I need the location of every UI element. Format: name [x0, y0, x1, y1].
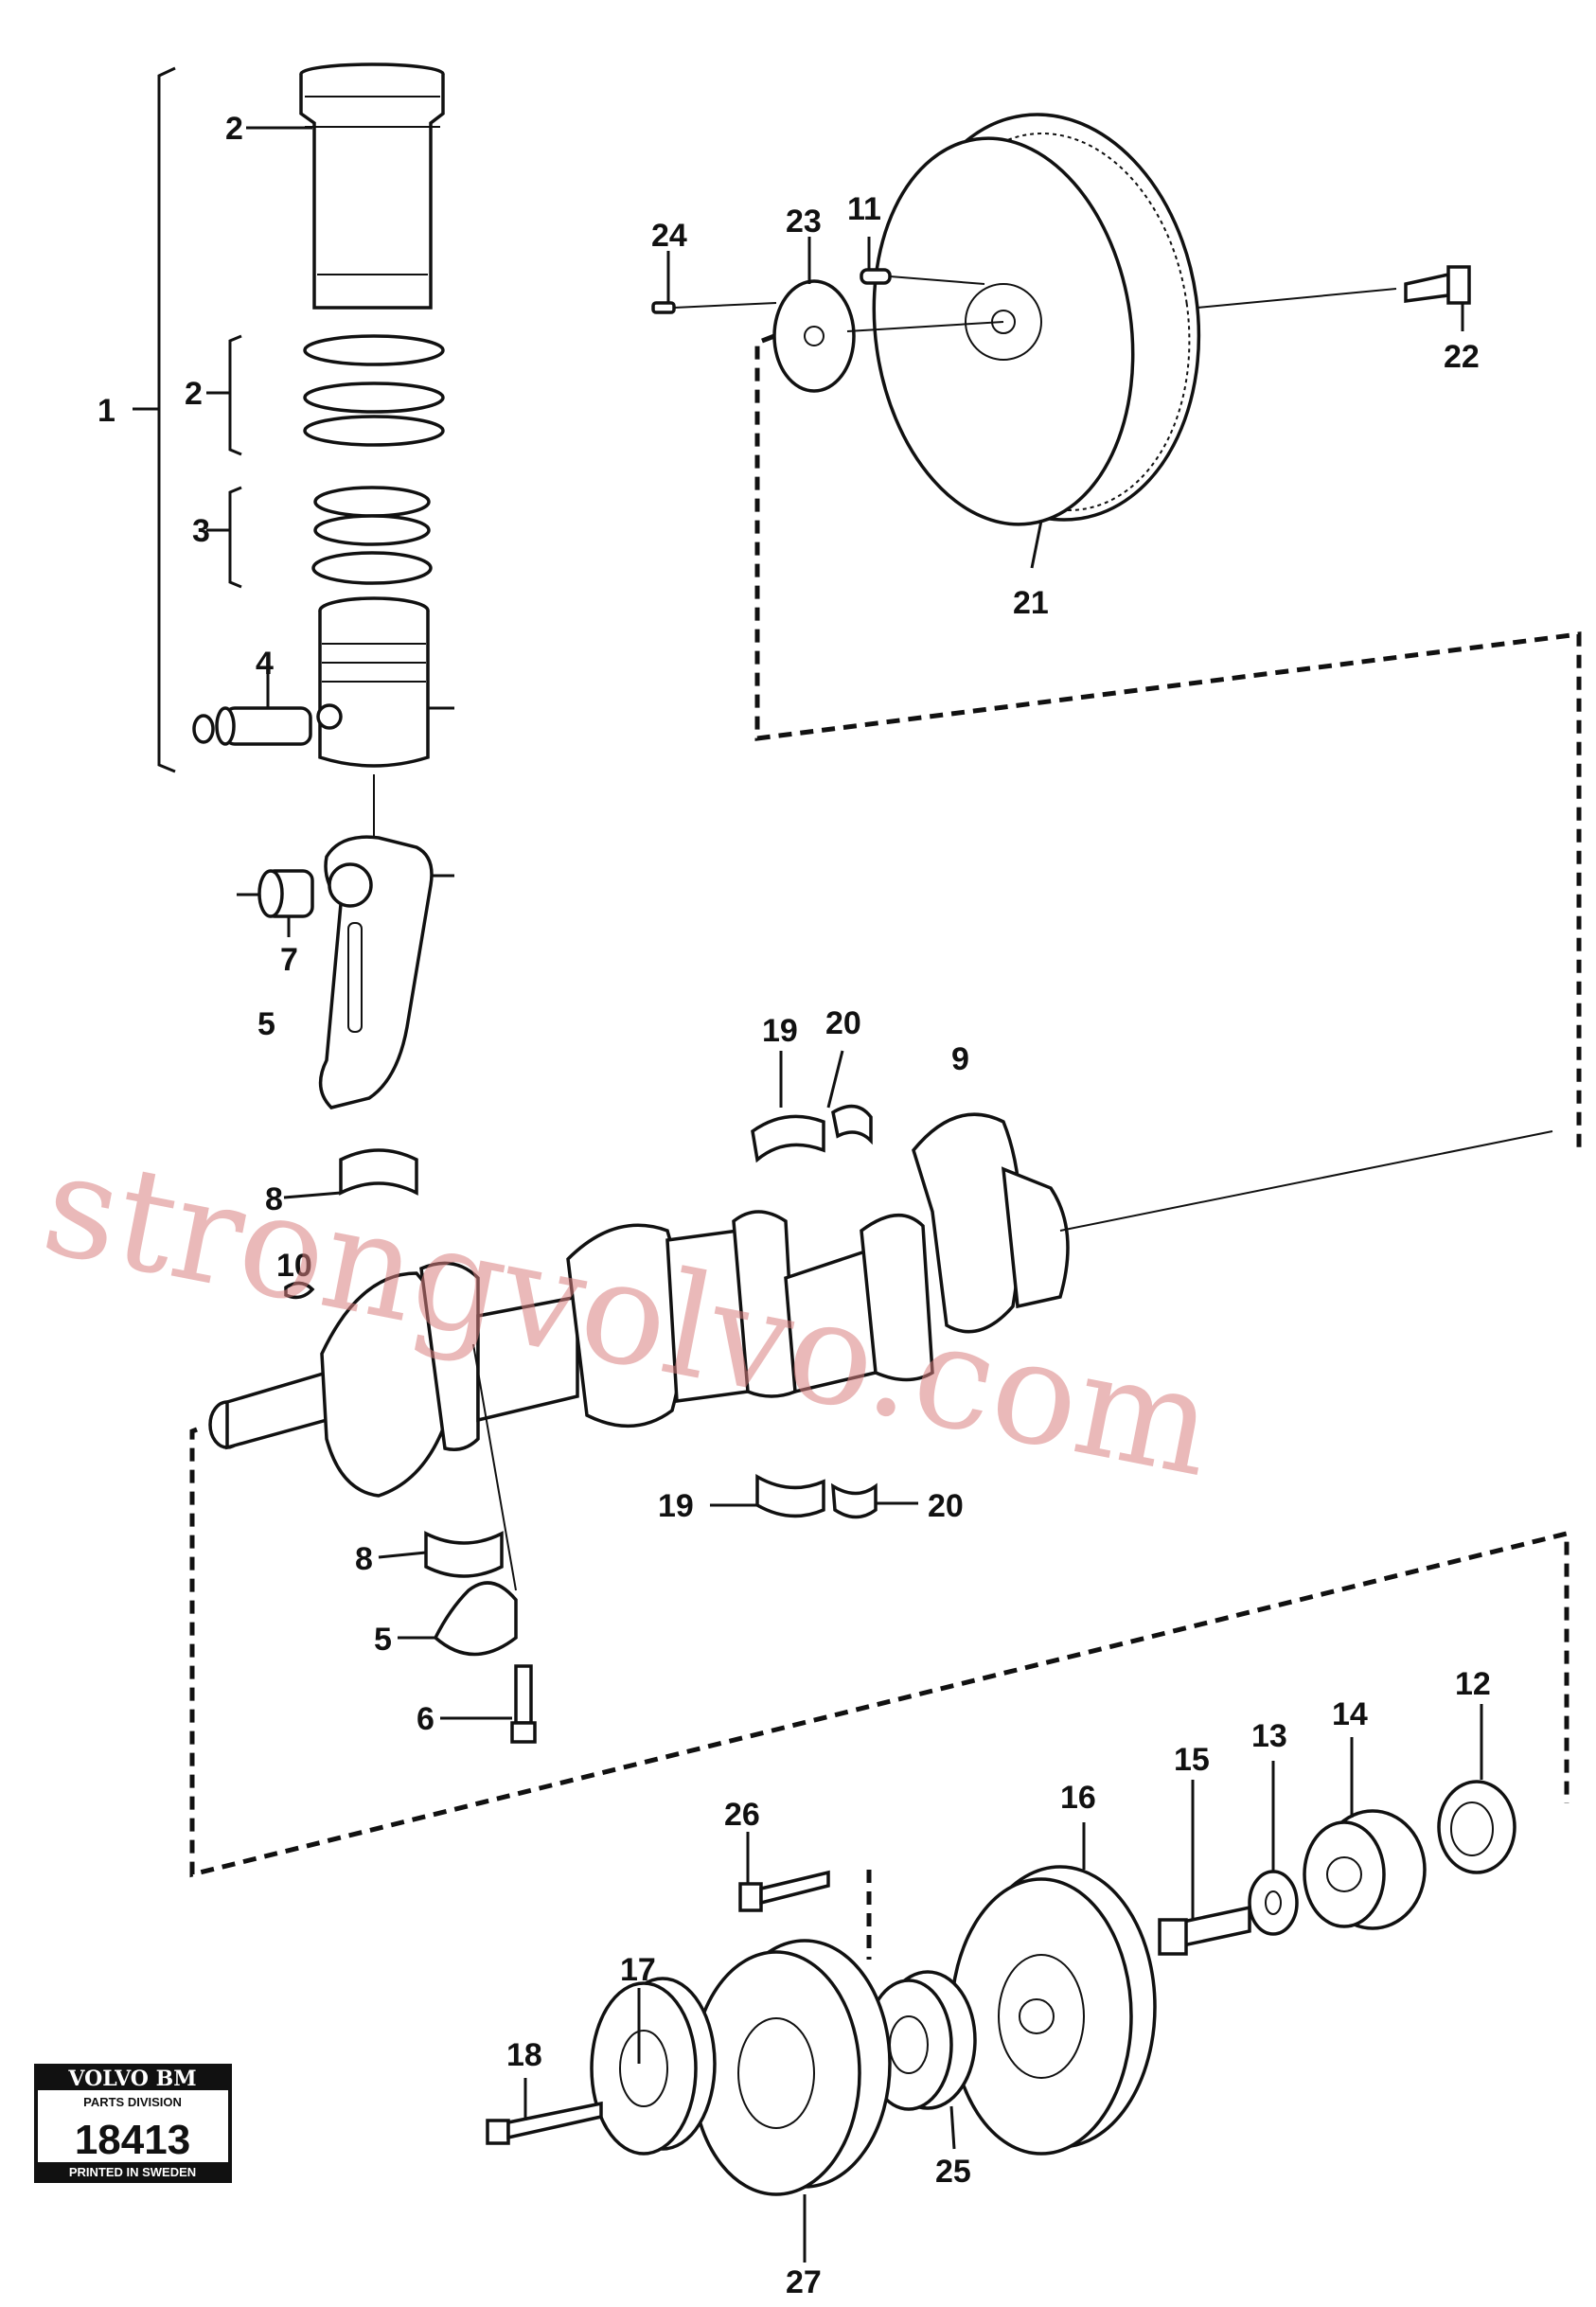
rod-bolt [440, 1664, 537, 1744]
label-4: 4 [256, 646, 274, 682]
big-end-bearing-lower [378, 1531, 504, 1578]
label-14: 14 [1332, 1696, 1368, 1732]
main-bearing-lower [710, 1473, 918, 1519]
label-1: 1 [98, 393, 115, 429]
label-16: 16 [1060, 1780, 1096, 1816]
front-pulley [590, 1977, 717, 2156]
label-25: 25 [935, 2154, 971, 2190]
label-6: 6 [417, 1701, 434, 1737]
label-5-rod: 5 [257, 1006, 275, 1042]
connecting-rod [318, 774, 454, 1109]
label-11: 11 [847, 191, 881, 227]
label-8-upper: 8 [265, 1181, 283, 1217]
main-bearing-upper [751, 1050, 873, 1163]
label-3: 3 [192, 513, 210, 549]
piston-pin [192, 663, 312, 746]
piston [316, 596, 454, 768]
label-9: 9 [951, 1041, 969, 1077]
label-2-rings: 2 [185, 376, 203, 412]
label-5-cap: 5 [374, 1622, 392, 1658]
watermark: strongvolvo.com [31, 1122, 1226, 1510]
label-13: 13 [1251, 1718, 1287, 1754]
big-end-bearing-upper [283, 1148, 418, 1199]
woodruff-key [284, 1281, 315, 1300]
crankshaft [208, 1112, 1553, 1498]
center-bolt [1158, 1780, 1251, 1956]
stamp-printed: PRINTED IN SWEDEN [69, 2165, 196, 2179]
washer [1248, 1761, 1299, 1936]
reference-lines [189, 333, 1582, 1960]
label-19-lower: 19 [658, 1488, 694, 1524]
dowel-pin [860, 237, 985, 285]
plate-screw [651, 251, 777, 314]
label-8-lower: 8 [355, 1541, 373, 1577]
part-labels: 1 2 2 3 4 5 5 6 7 8 8 9 10 11 12 13 14 1… [98, 111, 1491, 2300]
label-20-lower: 20 [928, 1488, 964, 1524]
label-22: 22 [1444, 339, 1480, 375]
volvo-bm-stamp: VOLVO BM PARTS DIVISION 18413 PRINTED IN… [34, 2064, 232, 2183]
label-15: 15 [1174, 1742, 1210, 1778]
label-23: 23 [786, 204, 822, 240]
pulley-bolt-26 [738, 1832, 830, 1912]
compression-rings [206, 334, 445, 456]
label-2-liner: 2 [225, 111, 243, 147]
label-17: 17 [620, 1952, 656, 1988]
locking-plate [772, 237, 1004, 393]
crankshaft-gear [1437, 1704, 1516, 1874]
connecting-rod-cap [398, 1343, 518, 1657]
label-20-upper: 20 [825, 1005, 861, 1041]
stamp-brand: VOLVO BM [67, 2067, 196, 2091]
v-belt-pulley [691, 1939, 892, 2263]
label-21: 21 [1013, 585, 1049, 621]
flywheel-bolt [1404, 265, 1471, 331]
flywheel [872, 113, 1397, 569]
label-10: 10 [276, 1248, 312, 1284]
oil-rings [206, 486, 433, 589]
label-27: 27 [786, 2264, 822, 2300]
label-12: 12 [1455, 1666, 1491, 1702]
pulley-hub [1303, 1737, 1427, 1930]
label-19-upper: 19 [762, 1013, 798, 1049]
label-24: 24 [651, 218, 687, 254]
label-18: 18 [506, 2037, 542, 2073]
group-bracket-1 [133, 66, 176, 773]
cylinder-liner [246, 62, 445, 310]
label-7: 7 [280, 942, 298, 978]
vibration-damper [949, 1822, 1157, 2156]
stamp-division: PARTS DIVISION [83, 2095, 182, 2109]
small-end-bushing [237, 869, 314, 937]
stamp-number: 18413 [75, 2117, 190, 2163]
label-26: 26 [724, 1797, 760, 1833]
pulley-bolt-18 [486, 2078, 603, 2145]
